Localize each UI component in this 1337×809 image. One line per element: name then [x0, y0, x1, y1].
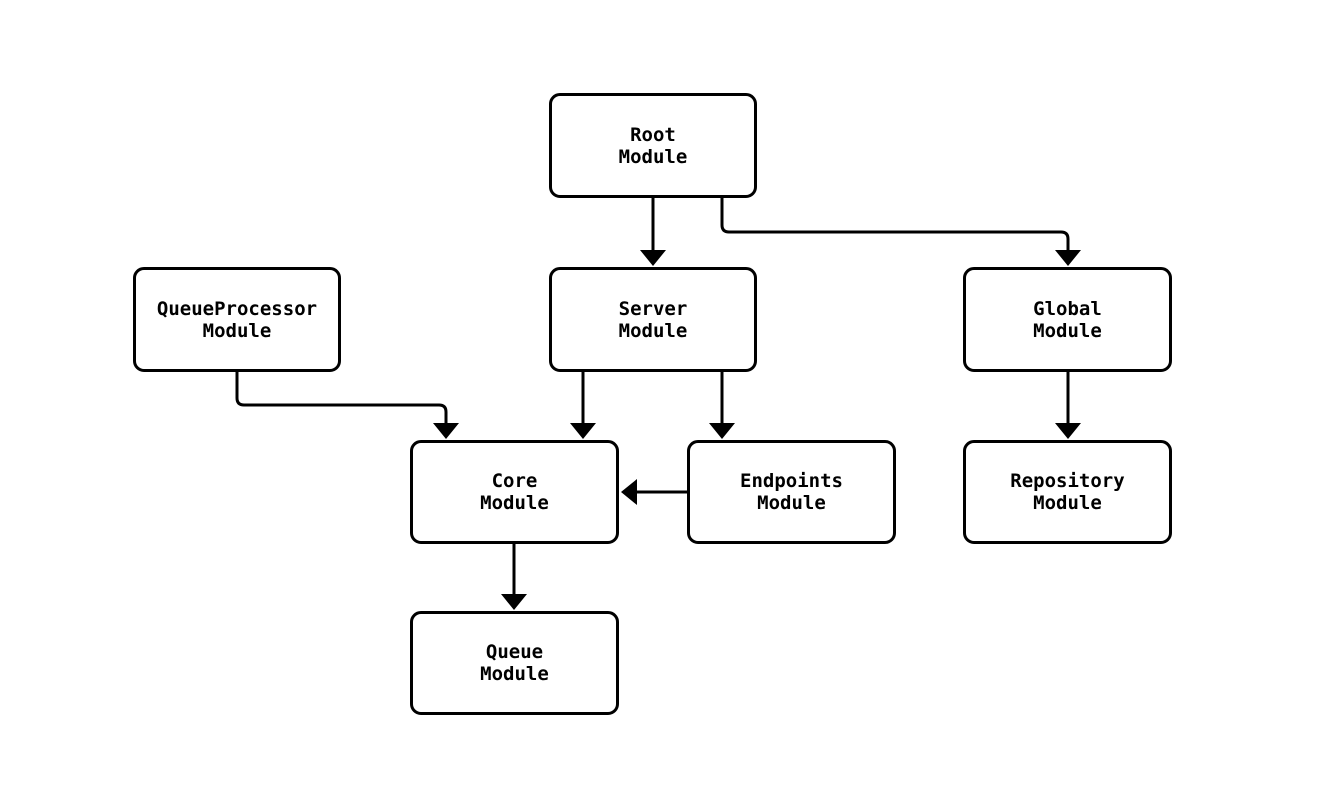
edge-server-core-arrowhead [570, 423, 596, 439]
edge-root-global-arrowhead [1055, 250, 1081, 266]
node-queueprocessor-module: QueueProcessor Module [133, 267, 341, 372]
node-label-line2: Module [1033, 319, 1102, 342]
edge-endpoints-core-arrowhead [621, 479, 637, 505]
node-label-line1: QueueProcessor [156, 297, 318, 320]
node-label-line1: Queue [485, 641, 544, 663]
node-label-line2: Module [480, 492, 549, 514]
node-repository-module: Repository Module [963, 440, 1172, 544]
node-endpoints-module: Endpoints Module [687, 440, 896, 544]
edge-global-repository-arrowhead [1055, 423, 1081, 439]
node-label-line1: Endpoints [740, 470, 843, 492]
edge-core-queue-arrowhead [501, 594, 527, 610]
node-label-line2: Module [757, 492, 826, 514]
node-label-line2: Module [618, 145, 688, 168]
edge-root-server-arrowhead [640, 250, 666, 266]
node-label-line2: Module [202, 319, 272, 342]
node-label-line2: Module [618, 319, 688, 342]
edge-queueprocessor-core-arrowhead [433, 423, 459, 439]
edge-queueprocessor-core-line [235, 371, 448, 425]
node-label-line2: Module [1033, 492, 1102, 514]
edge-server-endpoints-arrowhead [709, 423, 735, 439]
node-root-module: Root Module [549, 93, 757, 198]
node-label-line1: Root [630, 123, 676, 146]
node-global-module: Global Module [963, 267, 1172, 372]
edge-root-global-line [720, 197, 1070, 252]
node-queue-module: Queue Module [410, 611, 619, 715]
node-server-module: Server Module [549, 267, 757, 372]
node-label-line1: Server [618, 297, 688, 320]
node-label-line2: Module [480, 663, 549, 685]
node-label-line1: Core [491, 470, 538, 492]
node-label-line1: Repository [1010, 470, 1125, 492]
node-core-module: Core Module [410, 440, 619, 544]
node-label-line1: Global [1033, 297, 1102, 320]
